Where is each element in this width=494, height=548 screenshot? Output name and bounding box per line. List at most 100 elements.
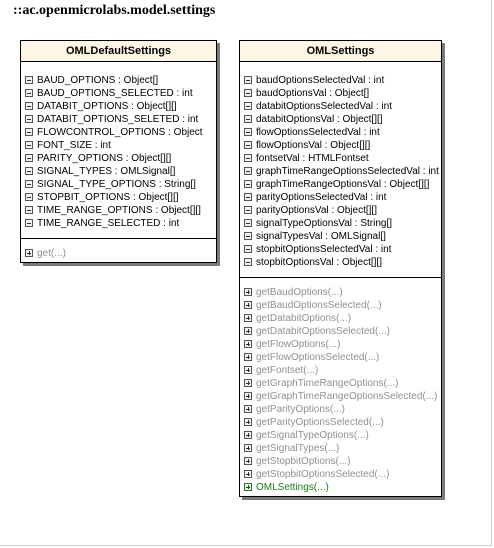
collapse-minus-icon[interactable] (25, 141, 33, 149)
attribute-row[interactable]: flowOptionsVal : Object[][] (240, 139, 441, 152)
attribute-row[interactable]: databitOptionsSelectedVal : int (240, 100, 441, 113)
class-box-oml-default-settings[interactable]: OMLDefaultSettings BAUD_OPTIONS : Object… (20, 40, 217, 263)
attribute-row[interactable]: databitOptionsVal : Object[][] (240, 113, 441, 126)
operation-row[interactable]: getDatabitOptionsSelected(...) (240, 325, 441, 338)
attribute-row[interactable]: fontsetVal : HTMLFontset (240, 152, 441, 165)
package-title: ::ac.openmicrolabs.model.settings (13, 3, 216, 18)
collapse-minus-icon[interactable] (25, 206, 33, 214)
expand-plus-icon[interactable] (244, 366, 252, 374)
attribute-row[interactable]: signalTypesVal : OMLSignal[] (240, 230, 441, 243)
expand-plus-icon[interactable] (244, 392, 252, 400)
operation-label: getGraphTimeRangeOptions(...) (256, 378, 399, 389)
attribute-label: signalTypeOptionsVal : String[] (256, 218, 392, 229)
collapse-minus-icon[interactable] (244, 245, 252, 253)
operation-row[interactable]: getBaudOptions(...) (240, 286, 441, 299)
expand-plus-icon[interactable] (244, 379, 252, 387)
attribute-row[interactable]: baudOptionsSelectedVal : int (240, 74, 441, 87)
attribute-row[interactable]: parityOptionsVal : Object[][] (240, 204, 441, 217)
collapse-minus-icon[interactable] (25, 219, 33, 227)
attribute-row[interactable]: TIME_RANGE_SELECTED : int (21, 217, 216, 230)
expand-plus-icon[interactable] (244, 288, 252, 296)
attribute-row[interactable]: graphTimeRangeOptionsSelectedVal : int (240, 165, 441, 178)
operation-row[interactable]: getFontset(...) (240, 364, 441, 377)
operation-row[interactable]: getFlowOptionsSelected(...) (240, 351, 441, 364)
operation-row[interactable]: getFlowOptions(...) (240, 338, 441, 351)
operation-row[interactable]: getGraphTimeRangeOptionsSelected(...) (240, 390, 441, 403)
expand-plus-icon[interactable] (244, 431, 252, 439)
class-box-oml-settings[interactable]: OMLSettings baudOptionsSelectedVal : int… (239, 40, 442, 497)
collapse-minus-icon[interactable] (244, 258, 252, 266)
attribute-row[interactable]: flowOptionsSelectedVal : int (240, 126, 441, 139)
operation-row[interactable]: getBaudOptionsSelected(...) (240, 299, 441, 312)
attribute-row[interactable]: TIME_RANGE_OPTIONS : Object[][] (21, 204, 216, 217)
expand-plus-icon[interactable] (244, 405, 252, 413)
attribute-row[interactable]: stopbitOptionsVal : Object[][] (240, 256, 441, 269)
operation-label: getFontset(...) (256, 365, 319, 376)
operation-row[interactable]: getGraphTimeRangeOptions(...) (240, 377, 441, 390)
collapse-minus-icon[interactable] (25, 115, 33, 123)
expand-plus-icon[interactable] (244, 444, 252, 452)
operation-label: get(...) (37, 248, 66, 259)
operation-row[interactable]: get(...) (21, 247, 216, 260)
collapse-minus-icon[interactable] (25, 89, 33, 97)
operation-label: getDatabitOptionsSelected(...) (256, 326, 390, 337)
attribute-row[interactable]: SIGNAL_TYPES : OMLSignal[] (21, 165, 216, 178)
collapse-minus-icon[interactable] (244, 180, 252, 188)
operation-row[interactable]: getSignalTypeOptions(...) (240, 429, 441, 442)
expand-plus-icon[interactable] (25, 249, 33, 257)
expand-plus-icon[interactable] (244, 457, 252, 465)
collapse-minus-icon[interactable] (25, 167, 33, 175)
operation-row[interactable]: getStopbitOptionsSelected(...) (240, 468, 441, 481)
expand-plus-icon[interactable] (244, 483, 252, 491)
attribute-row[interactable]: BAUD_OPTIONS_SELECTED : int (21, 87, 216, 100)
operation-row[interactable]: getParityOptionsSelected(...) (240, 416, 441, 429)
expand-plus-icon[interactable] (244, 314, 252, 322)
expand-plus-icon[interactable] (244, 340, 252, 348)
collapse-minus-icon[interactable] (244, 89, 252, 97)
attribute-row[interactable]: baudOptionsVal : Object[] (240, 87, 441, 100)
operation-row[interactable]: getDatabitOptions(...) (240, 312, 441, 325)
attribute-row[interactable]: FONT_SIZE : int (21, 139, 216, 152)
expand-plus-icon[interactable] (244, 327, 252, 335)
attribute-row[interactable]: DATABIT_OPTIONS_SELETED : int (21, 113, 216, 126)
operation-row[interactable]: getStopbitOptions(...) (240, 455, 441, 468)
collapse-minus-icon[interactable] (244, 206, 252, 214)
attribute-row[interactable]: graphTimeRangeOptionsVal : Object[][] (240, 178, 441, 191)
collapse-minus-icon[interactable] (244, 219, 252, 227)
attribute-row[interactable]: stopbitOptionsSelectedVal : int (240, 243, 441, 256)
collapse-minus-icon[interactable] (244, 141, 252, 149)
attribute-row[interactable]: FLOWCONTROL_OPTIONS : Object (21, 126, 216, 139)
collapse-minus-icon[interactable] (244, 115, 252, 123)
collapse-minus-icon[interactable] (244, 76, 252, 84)
collapse-minus-icon[interactable] (25, 154, 33, 162)
collapse-minus-icon[interactable] (244, 128, 252, 136)
attribute-row[interactable]: PARITY_OPTIONS : Object[][] (21, 152, 216, 165)
operation-row[interactable]: getParityOptions(...) (240, 403, 441, 416)
expand-plus-icon[interactable] (244, 418, 252, 426)
collapse-minus-icon[interactable] (25, 128, 33, 136)
operation-compartment: get(...) (21, 238, 216, 262)
collapse-minus-icon[interactable] (25, 193, 33, 201)
collapse-minus-icon[interactable] (25, 180, 33, 188)
constructor-row[interactable]: OMLSettings(...) (240, 481, 441, 494)
attribute-row[interactable]: parityOptionsSelectedVal : int (240, 191, 441, 204)
expand-plus-icon[interactable] (244, 301, 252, 309)
operation-label: getParityOptionsSelected(...) (256, 417, 384, 428)
expand-plus-icon[interactable] (244, 470, 252, 478)
collapse-minus-icon[interactable] (25, 76, 33, 84)
attribute-row[interactable]: STOPBIT_OPTIONS : Object[][] (21, 191, 216, 204)
collapse-minus-icon[interactable] (25, 102, 33, 110)
attribute-row[interactable]: DATABIT_OPTIONS : Object[][] (21, 100, 216, 113)
operation-row[interactable]: getSignalTypes(...) (240, 442, 441, 455)
attribute-row[interactable]: SIGNAL_TYPE_OPTIONS : String[] (21, 178, 216, 191)
attribute-row[interactable]: BAUD_OPTIONS : Object[] (21, 74, 216, 87)
collapse-minus-icon[interactable] (244, 232, 252, 240)
attribute-label: BAUD_OPTIONS_SELECTED : int (37, 88, 193, 99)
collapse-minus-icon[interactable] (244, 193, 252, 201)
attribute-row[interactable]: signalTypeOptionsVal : String[] (240, 217, 441, 230)
collapse-minus-icon[interactable] (244, 102, 252, 110)
collapse-minus-icon[interactable] (244, 167, 252, 175)
collapse-minus-icon[interactable] (244, 154, 252, 162)
expand-plus-icon[interactable] (244, 353, 252, 361)
